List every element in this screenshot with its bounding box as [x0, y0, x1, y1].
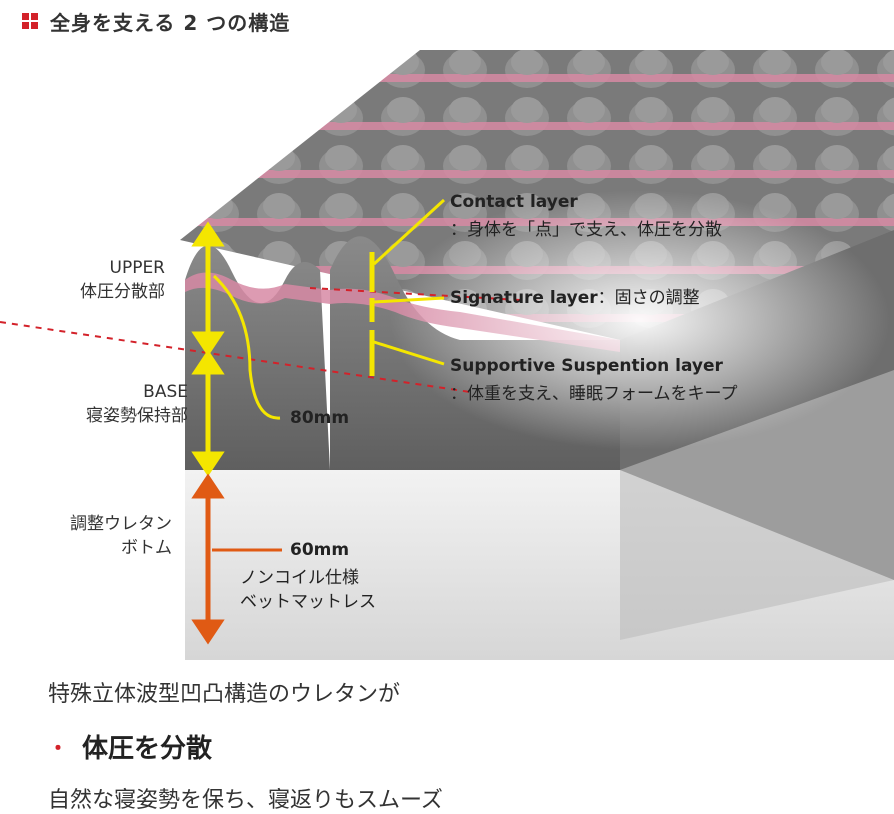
header-title: 全身を支える 2 つの構造 — [50, 10, 291, 35]
measure-60mm: 60mm — [290, 540, 350, 560]
upper-arrow — [191, 221, 225, 357]
base-arrow — [191, 349, 225, 477]
signature-layer-callout: Signature layer：固さの調整 — [450, 288, 700, 308]
contact-layer-callout: Contact layer ：身体を「点」で支え、体圧を分散 — [450, 192, 722, 240]
upper-label: UPPER 体圧分散部 — [80, 258, 165, 302]
supportive-layer-callout: Supportive Suspention layer ：体重を支え、睡眠フォー… — [450, 356, 738, 404]
mattress-illustration — [0, 40, 894, 660]
caption-line-3: 自然な寝姿勢を保ち、寝返りもスムーズ — [48, 788, 443, 813]
caption-line-2: ・ 体圧を分散 — [48, 734, 213, 764]
foam-front-block — [185, 245, 330, 470]
caption-line-1: 特殊立体波型凹凸構造のウレタンが — [48, 682, 401, 707]
red-grid-icon — [22, 13, 38, 29]
measure-leader-80 — [212, 274, 281, 420]
bottom-label: 調整ウレタン ボトム — [70, 514, 172, 558]
bottom-note: ノンコイル仕様 ベットマットレス — [240, 568, 376, 612]
header: 全身を支える 2 つの構造 — [22, 4, 290, 38]
bottom-arrow — [191, 473, 225, 645]
callout-leaders — [372, 198, 446, 366]
measure-80mm: 80mm — [290, 408, 350, 428]
base-label: BASE 寝姿勢保持部 — [86, 382, 188, 426]
bullet-icon: ・ — [48, 736, 68, 760]
